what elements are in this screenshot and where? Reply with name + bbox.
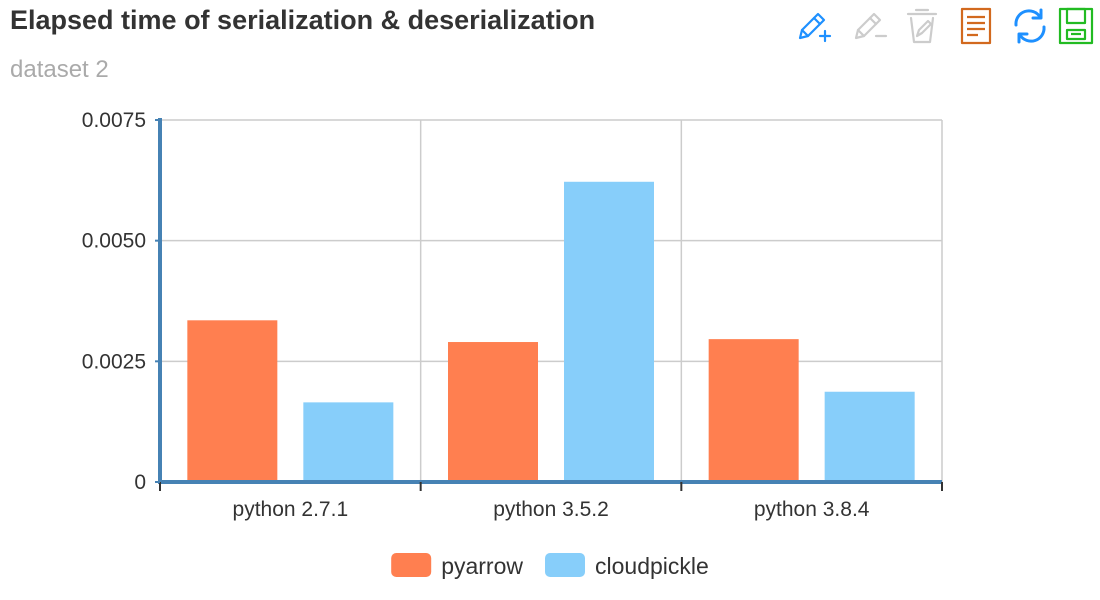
bar-pyarrow-0[interactable] [187, 320, 278, 482]
save-image-icon [1058, 7, 1094, 45]
chart-subtitle: dataset 2 [10, 56, 109, 83]
bar-cloudpickle-0[interactable] [303, 402, 394, 482]
bars [187, 181, 915, 483]
legend-label: pyarrow [441, 553, 523, 579]
bar-cloudpickle-2[interactable] [824, 391, 915, 482]
x-tick-label: python 2.7.1 [233, 498, 349, 521]
axes: 0 0.0025 0.0050 0.0075 python 2.7.1 python 3.… [82, 109, 943, 521]
grid [160, 119, 943, 482]
mark-clear-button[interactable] [902, 6, 942, 46]
legend-item-cloudpickle[interactable]: cloudpickle [545, 553, 709, 579]
restore-button[interactable] [1010, 6, 1050, 46]
restore-icon [1014, 8, 1046, 44]
mark-undo-icon [854, 12, 888, 40]
bar-cloudpickle-1[interactable] [564, 181, 654, 483]
x-tick-label: python 3.5.2 [493, 498, 609, 521]
mark-undo-button[interactable] [848, 6, 888, 46]
data-view-icon [960, 7, 992, 45]
y-tick-label: 0 [134, 471, 146, 494]
bar-pyarrow-2[interactable] [708, 339, 799, 482]
y-tick-label: 0.0075 [82, 109, 146, 132]
chart-title: Elapsed time of serialization & deserial… [10, 5, 596, 35]
legend-swatch [391, 553, 432, 577]
x-tick-label: python 3.8.4 [754, 498, 870, 521]
y-tick-label: 0.0050 [82, 230, 146, 253]
legend-swatch [545, 553, 586, 577]
bar-pyarrow-1[interactable] [448, 342, 538, 482]
mark-pen-icon [798, 12, 832, 43]
toolbox [792, 6, 1094, 46]
save-image-button[interactable] [1056, 6, 1096, 46]
legend-item-pyarrow[interactable]: pyarrow [391, 553, 523, 579]
legend-label: cloudpickle [595, 553, 709, 579]
y-tick-label: 0.0025 [82, 350, 146, 373]
legend: pyarrow cloudpickle [391, 553, 709, 579]
mark-clear-icon [906, 8, 938, 44]
mark-pen-button[interactable] [792, 6, 832, 46]
data-view-button[interactable] [956, 6, 996, 46]
